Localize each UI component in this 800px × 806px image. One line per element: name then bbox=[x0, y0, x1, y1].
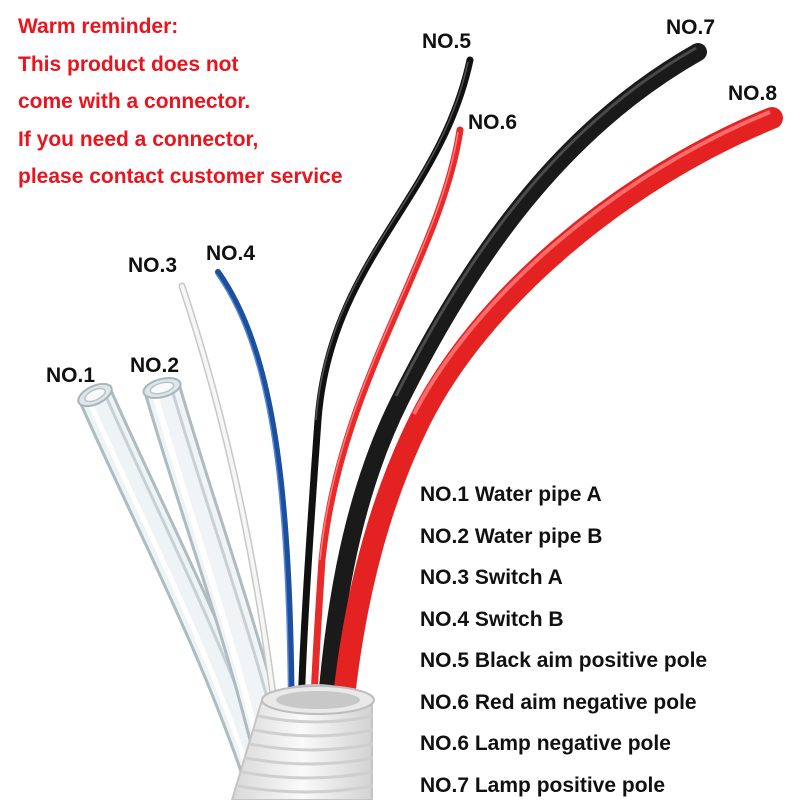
reminder-line: please contact customer service bbox=[18, 158, 418, 196]
label-no5: NO.5 bbox=[422, 30, 471, 54]
label-no2: NO.2 bbox=[130, 354, 179, 378]
label-no3: NO.3 bbox=[128, 254, 177, 278]
warm-reminder-note: Warm reminder: This product does not com… bbox=[18, 8, 418, 196]
label-no1: NO.1 bbox=[46, 364, 95, 388]
legend-item: NO.1 Water pipe A bbox=[420, 474, 800, 516]
label-no6: NO.6 bbox=[468, 111, 517, 135]
reminder-line: come with a connector. bbox=[18, 83, 418, 121]
legend-item: NO.3 Switch A bbox=[420, 557, 800, 599]
label-no8: NO.8 bbox=[728, 82, 777, 106]
legend-item: NO.4 Switch B bbox=[420, 599, 800, 641]
legend-item: NO.6 Red aim negative pole bbox=[420, 682, 800, 724]
legend-item: NO.6 Lamp negative pole bbox=[420, 723, 800, 765]
reminder-line: If you need a connector, bbox=[18, 121, 418, 159]
label-no4: NO.4 bbox=[206, 242, 255, 266]
legend-item: NO.2 Water pipe B bbox=[420, 516, 800, 558]
label-no7: NO.7 bbox=[666, 16, 715, 40]
reminder-line: This product does not bbox=[18, 46, 418, 84]
reminder-line: Warm reminder: bbox=[18, 8, 418, 46]
legend-item: NO.5 Black aim positive pole bbox=[420, 640, 800, 682]
wire-legend: NO.1 Water pipe A NO.2 Water pipe B NO.3… bbox=[420, 474, 800, 806]
